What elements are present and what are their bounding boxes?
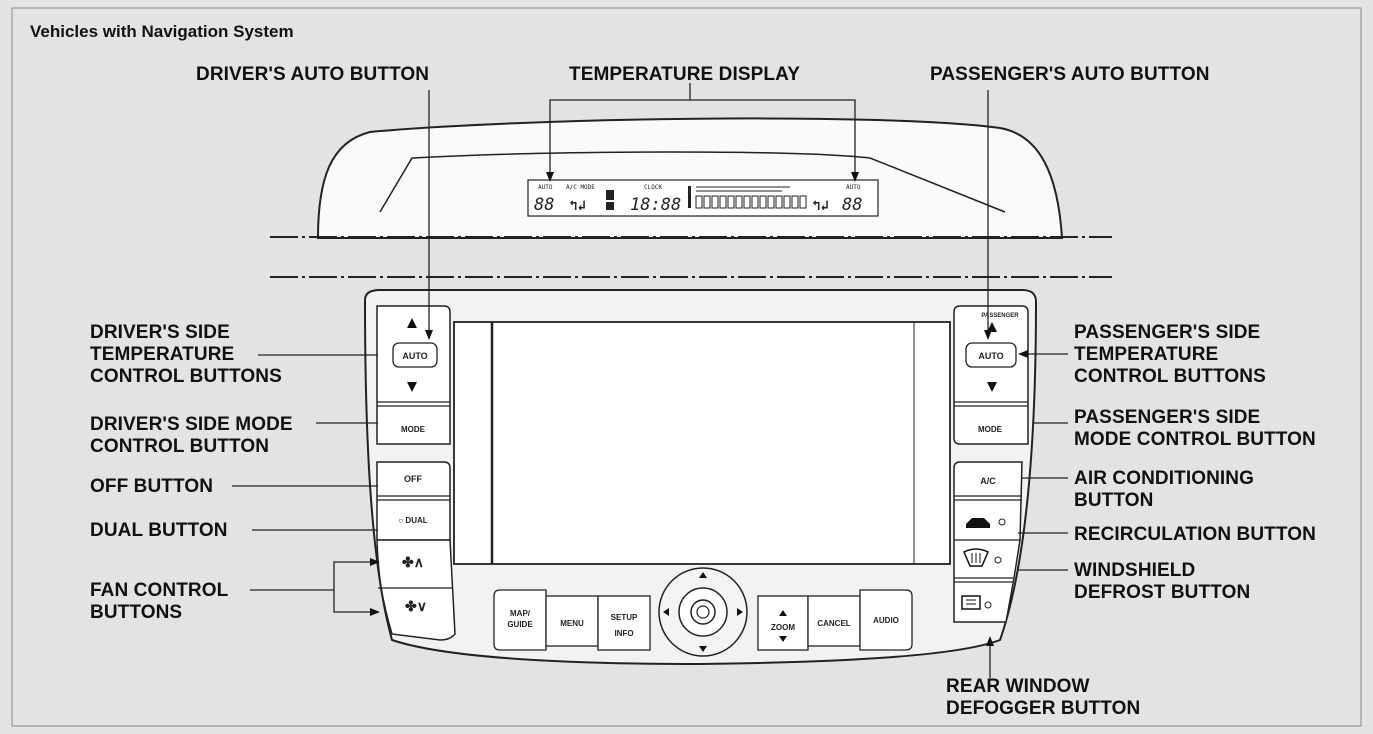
passenger-auto-button[interactable] <box>965 342 1017 368</box>
passenger-auto-label: AUTO <box>978 351 1003 361</box>
lcd-ac-mode: A/C MODE <box>566 184 595 191</box>
control-console <box>363 289 1038 666</box>
audio-button[interactable]: AUDIO <box>873 616 899 625</box>
passenger-temp-up-icon[interactable] <box>987 322 997 332</box>
callout-drivers-auto: DRIVER'S AUTO BUTTON <box>196 64 430 85</box>
zoom-out-icon[interactable] <box>779 636 787 642</box>
nav-button-row <box>493 589 913 651</box>
ac-button[interactable]: A/C <box>980 476 996 486</box>
callout-ac: AIR CONDITIONING BUTTON <box>1074 468 1254 511</box>
zoom-button[interactable]: ZOOM <box>771 623 795 632</box>
callout-passengers-mode: PASSENGER'S SIDE MODE CONTROL BUTTON <box>1074 407 1316 450</box>
rear-defogger-button[interactable] <box>961 595 992 610</box>
callout-temperature-display: TEMPERATURE DISPLAY <box>569 64 800 85</box>
callout-defrost: WINDSHIELD DEFROST BUTTON <box>1074 560 1251 603</box>
callout-recirc: RECIRCULATION BUTTON <box>1074 524 1316 545</box>
section-title: Vehicles with Navigation System <box>30 22 294 41</box>
callout-drivers-mode: DRIVER'S SIDE MODE CONTROL BUTTON <box>90 414 293 457</box>
lcd-time: 18:88 <box>630 195 681 215</box>
svg-text:GUIDE: GUIDE <box>507 620 533 629</box>
passenger-label: PASSENGER <box>981 313 1019 319</box>
fan-down-button[interactable]: ✤∨ <box>405 598 427 614</box>
windshield-defrost-button[interactable] <box>963 548 1002 567</box>
callout-off: OFF BUTTON <box>90 476 214 497</box>
passenger-button-column <box>953 305 1029 623</box>
recirculation-icon <box>966 518 990 528</box>
passenger-mode-button[interactable]: MODE <box>978 425 1003 434</box>
recirculation-button[interactable] <box>966 518 1006 528</box>
driver-mode-button[interactable]: MODE <box>401 425 426 434</box>
callout-fan: FAN CONTROL BUTTONS <box>90 580 229 623</box>
callout-passengers-auto: PASSENGER'S AUTO BUTTON <box>930 64 1210 85</box>
svg-text:↰↲: ↰↲ <box>569 198 586 214</box>
callout-dual: DUAL BUTTON <box>90 520 228 541</box>
driver-auto-label: AUTO <box>402 351 427 361</box>
driver-temp-down-icon[interactable] <box>407 382 417 392</box>
driver-temp-up-icon[interactable] <box>407 318 417 328</box>
lcd-clock-label: CLOCK <box>644 184 662 191</box>
passenger-temp-down-icon[interactable] <box>987 382 997 392</box>
callout-drivers-temp: DRIVER'S SIDE TEMPERATURE CONTROL BUTTON… <box>90 322 282 387</box>
zoom-in-icon[interactable] <box>779 610 787 616</box>
fan-up-button[interactable]: ✤∧ <box>402 554 424 570</box>
menu-button[interactable]: MENU <box>560 619 584 628</box>
joystick-knob[interactable] <box>658 567 748 657</box>
leader-arrowheads <box>370 172 1028 646</box>
lcd-auto-left: AUTO <box>538 184 553 191</box>
svg-text:↰↲: ↰↲ <box>812 198 829 214</box>
dual-button[interactable]: ○ DUAL <box>398 516 427 525</box>
driver-button-column <box>376 305 456 641</box>
lcd-temp-right: 88 <box>842 195 862 215</box>
windshield-defrost-icon <box>963 548 989 567</box>
setup-button[interactable]: SETUP <box>611 613 638 622</box>
temperature-display: AUTO 88 A/C MODE ↰↲ CLOCK 18:88 ↰↲ AUTO … <box>527 179 879 217</box>
cancel-button[interactable]: CANCEL <box>817 619 850 628</box>
info-button[interactable]: INFO <box>614 629 633 638</box>
leader-lines <box>232 83 1068 678</box>
rear-defogger-icon <box>961 595 981 610</box>
lcd-temp-left: 88 <box>534 195 554 215</box>
lcd-auto-right: AUTO <box>846 184 861 191</box>
map-guide-button[interactable]: MAP/ <box>510 609 531 618</box>
off-button[interactable]: OFF <box>404 474 422 484</box>
callout-rear-defog: REAR WINDOW DEFOGGER BUTTON <box>946 676 1141 719</box>
driver-auto-button[interactable] <box>392 342 438 368</box>
break-lines <box>270 236 1112 278</box>
callout-passengers-temp: PASSENGER'S SIDE TEMPERATURE CONTROL BUT… <box>1074 322 1266 387</box>
